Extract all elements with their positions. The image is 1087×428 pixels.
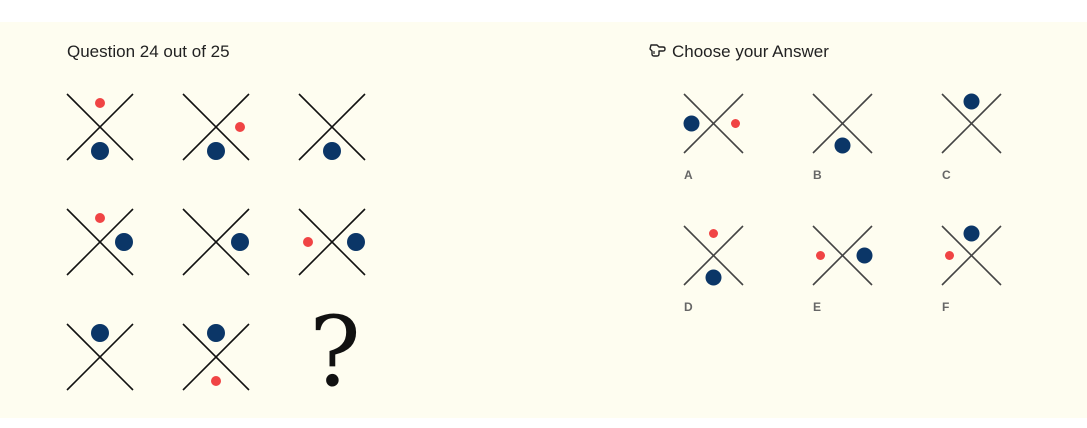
large-blue-dot	[705, 269, 722, 286]
cross-figure	[66, 323, 134, 391]
large-blue-dot	[834, 137, 851, 154]
answer-prompt-text: Choose your Answer	[672, 42, 829, 61]
answer-option-e[interactable]	[812, 225, 873, 286]
cross-figure	[182, 208, 250, 276]
answer-option-label: E	[813, 300, 822, 314]
answer-option-b[interactable]	[812, 93, 873, 154]
small-red-dot	[235, 122, 245, 132]
puzzle-cell	[66, 208, 134, 276]
puzzle-cell	[66, 93, 134, 161]
answer-option-label: A	[684, 168, 693, 182]
cross-figure	[683, 225, 744, 286]
large-blue-dot	[231, 233, 249, 251]
puzzle-cell	[298, 93, 366, 161]
large-blue-dot	[115, 233, 133, 251]
large-blue-dot	[91, 324, 109, 342]
cross-figure	[182, 93, 250, 161]
cross-line	[941, 93, 1002, 154]
small-red-dot	[211, 376, 221, 386]
pointing-hand-icon	[648, 43, 668, 61]
cross-line	[182, 323, 250, 391]
answer-option-label: C	[942, 168, 951, 182]
cross-figure	[298, 93, 366, 161]
missing-cell-question-mark: ?	[309, 296, 361, 408]
answer-prompt: Choose your Answer	[648, 42, 829, 62]
answer-option-d[interactable]	[683, 225, 744, 286]
cross-figure	[812, 93, 873, 154]
large-blue-dot	[683, 115, 700, 132]
large-blue-dot	[347, 233, 365, 251]
large-blue-dot	[207, 324, 225, 342]
answer-option-label: F	[942, 300, 950, 314]
cross-line	[683, 225, 744, 286]
cross-line	[941, 225, 1002, 286]
large-blue-dot	[963, 225, 980, 242]
cross-figure	[182, 323, 250, 391]
cross-line	[66, 208, 134, 276]
puzzle-panel	[0, 22, 1087, 418]
puzzle-cell	[298, 208, 366, 276]
small-red-dot	[709, 229, 718, 238]
cross-line	[812, 225, 873, 286]
cross-figure	[66, 208, 134, 276]
answer-option-label: B	[813, 168, 822, 182]
cross-figure	[941, 93, 1002, 154]
large-blue-dot	[856, 247, 873, 264]
question-counter: Question 24 out of 25	[67, 42, 230, 61]
large-blue-dot	[323, 142, 341, 160]
cross-figure	[812, 225, 873, 286]
large-blue-dot	[207, 142, 225, 160]
small-red-dot	[303, 237, 313, 247]
small-red-dot	[945, 251, 954, 260]
cross-line	[298, 208, 366, 276]
large-blue-dot	[963, 93, 980, 110]
puzzle-cell	[182, 208, 250, 276]
small-red-dot	[95, 98, 105, 108]
puzzle-cell	[182, 323, 250, 391]
cross-figure	[941, 225, 1002, 286]
cross-line	[182, 208, 250, 276]
cross-line	[66, 323, 134, 391]
cross-figure	[298, 208, 366, 276]
answer-option-a[interactable]	[683, 93, 744, 154]
cross-figure	[66, 93, 134, 161]
large-blue-dot	[91, 142, 109, 160]
answer-option-label: D	[684, 300, 693, 314]
small-red-dot	[731, 119, 740, 128]
puzzle-cell	[66, 323, 134, 391]
answer-option-f[interactable]	[941, 225, 1002, 286]
cross-figure	[683, 93, 744, 154]
cross-line	[66, 93, 134, 161]
cross-line	[182, 93, 250, 161]
cross-line	[298, 93, 366, 161]
answer-option-c[interactable]	[941, 93, 1002, 154]
small-red-dot	[95, 213, 105, 223]
puzzle-cell	[182, 93, 250, 161]
small-red-dot	[816, 251, 825, 260]
cross-line	[812, 93, 873, 154]
cross-line	[683, 93, 744, 154]
